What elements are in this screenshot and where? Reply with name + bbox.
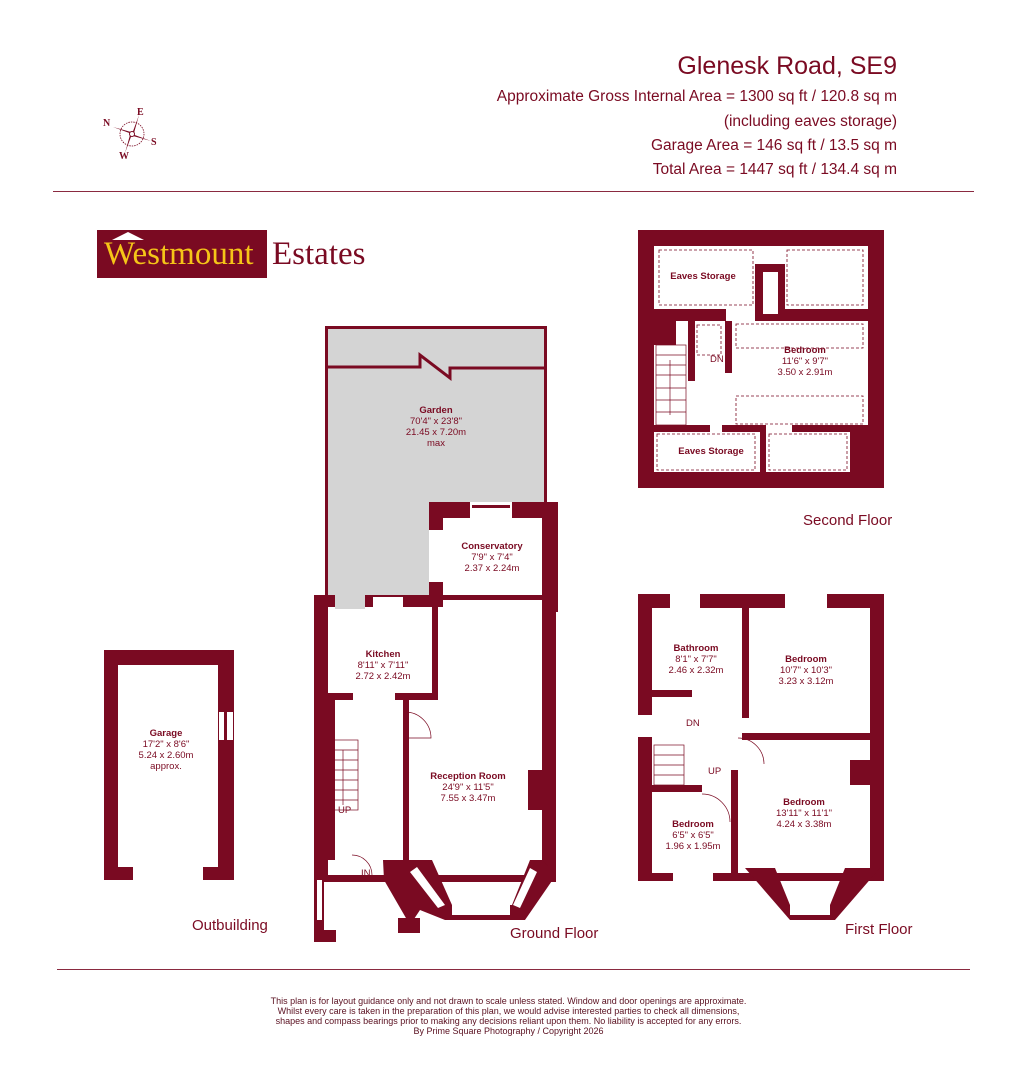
first-floor-plan	[638, 594, 884, 920]
room-second-bedroom: Bedroom 11'6" x 9'7" 3.50 x 2.91m	[777, 345, 833, 378]
outbuilding-label: Outbuilding	[192, 917, 268, 934]
first-stair-up-label: UP	[708, 766, 722, 777]
logo-estates: Estates	[272, 236, 366, 272]
room-conservatory: Conservatory 7'9" x 7'4" 2.37 x 2.24m	[461, 541, 523, 574]
compass-n-label: N	[103, 118, 111, 129]
ground-floor-plan	[314, 326, 558, 942]
garage-area-text: Garage Area = 146 sq ft / 13.5 sq m	[651, 137, 897, 154]
ground-floor-label: Ground Floor	[510, 925, 599, 942]
header-divider	[53, 191, 974, 192]
stair-down-label: DN	[710, 354, 724, 365]
total-area-text: Total Area = 1447 sq ft / 134.4 sq m	[652, 161, 897, 178]
stair-up-label: UP	[338, 805, 352, 816]
compass-s-label: S	[151, 137, 157, 148]
footer-divider	[57, 969, 970, 970]
room-bedroom-small: Bedroom 6'5" x 6'5" 1.96 x 1.95m	[665, 819, 721, 852]
gross-area-text: Approximate Gross Internal Area = 1300 s…	[496, 88, 897, 105]
compass-rose-icon	[100, 105, 165, 170]
logo-roof-icon	[112, 232, 144, 240]
entrance-label: IN	[361, 868, 371, 879]
compass-w-label: W	[119, 151, 129, 162]
room-bedroom-rear: Bedroom 10'7" x 10'3" 3.23 x 3.12m	[778, 654, 834, 687]
room-eaves-storage-bottom: Eaves Storage	[678, 446, 744, 457]
disclaimer: This plan is for layout guidance only an…	[270, 996, 747, 1036]
property-title: Glenesk Road, SE9	[677, 52, 897, 80]
second-floor-plan	[638, 230, 884, 488]
compass-e-label: E	[137, 107, 144, 118]
first-stair-down-label: DN	[686, 718, 700, 729]
logo-westmount: Westmount	[104, 236, 254, 272]
room-garden: Garden 70'4" x 23'8" 21.45 x 7.20m max	[405, 405, 467, 449]
room-garage: Garage 17'2" x 8'6" 5.24 x 2.60m approx.	[138, 728, 194, 772]
room-reception: Reception Room 24'9" x 11'5" 7.55 x 3.47…	[430, 771, 506, 804]
room-kitchen: Kitchen 8'11" x 7'11" 2.72 x 2.42m	[355, 649, 411, 682]
room-bedroom-front: Bedroom 13'11" x 11'1" 4.24 x 3.38m	[776, 797, 832, 830]
first-floor-label: First Floor	[845, 921, 913, 938]
eaves-note-text: (including eaves storage)	[723, 113, 897, 130]
room-eaves-storage-top: Eaves Storage	[670, 271, 736, 282]
second-floor-label: Second Floor	[803, 512, 893, 529]
room-bathroom: Bathroom 8'1" x 7'7" 2.46 x 2.32m	[668, 643, 724, 676]
outbuilding-plan	[104, 650, 234, 882]
